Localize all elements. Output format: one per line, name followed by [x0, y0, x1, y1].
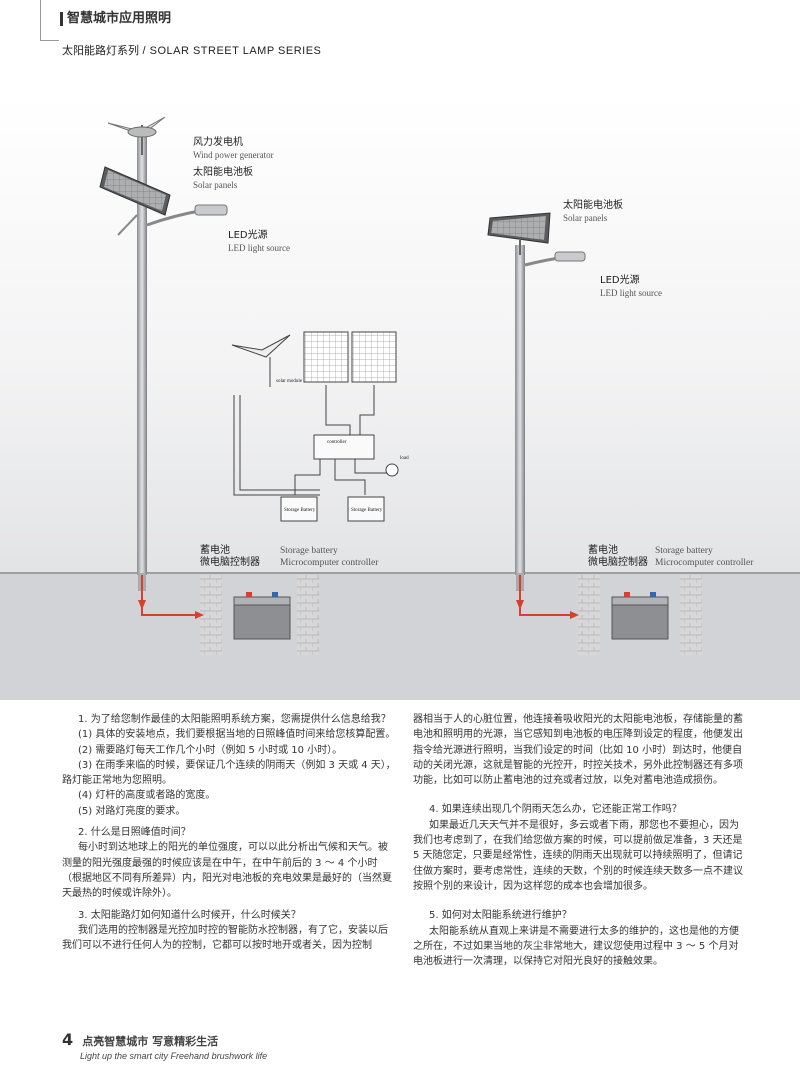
q1-item-1: (1) 具体的安装地点，我们要根据当地的日照峰值时间来给您核算配置。 [78, 729, 396, 741]
wind-generator-label: 风力发电机 Wind power generator [193, 137, 274, 160]
wiring-controller-label: controller [327, 440, 347, 445]
q1-item-2: (2) 需要路灯每天工作几个小时（例如 5 小时或 10 小时）。 [78, 744, 343, 756]
left-underground [138, 575, 319, 655]
q1-item-5: (5) 对路灯亮度的要求。 [78, 805, 186, 817]
subtitle-cn: 太阳能路灯系列 [62, 44, 139, 57]
subtitle-en: / SOLAR STREET LAMP SERIES [142, 45, 322, 57]
solar-lamp-illustration: 风力发电机 Wind power generator 太阳能电池板 Solar … [0, 95, 800, 700]
left-led-label: LED光源 LED light source [228, 230, 290, 253]
q3-answer-part1: 我们选用的控制器是光控加时控的智能防水控制器，有了它，安装以后我们可以不进行任何… [62, 924, 388, 952]
q4-title: 4. 如果连续出现几个阴雨天怎么办，它还能正常工作吗？ [429, 804, 682, 816]
wiring-battery1-label: Storage Battery [284, 508, 316, 513]
text-column-left: 1. 为了给您制作最佳的太阳能照明系统方案，您需提供什么信息给我？ (1) 具体… [62, 712, 397, 953]
footer-slogan-en: Light up the smart city Freehand brushwo… [80, 1051, 268, 1061]
left-solar-panels-label: 太阳能电池板 Solar panels [193, 167, 253, 190]
q5-title: 5. 如何对太阳能系统进行维护？ [429, 910, 572, 922]
footer-slogan-cn: 点亮智慧城市 写意精彩生活 [82, 1035, 219, 1048]
text-column-right: 器相当于人的心脏位置，他连接着吸收阳光的太阳能电池板，存储能量的蓄电池和照明用的… [413, 712, 748, 969]
wiring-solar-module-label: solar module [276, 379, 302, 384]
right-led-label: LED光源 LED light source [600, 275, 662, 298]
q5-answer: 太阳能系统从直观上来讲是不需要进行太多的维护的，这也是他的方便之所在，不过如果当… [413, 925, 739, 968]
q4-answer: 如果最近几天天气并不是很好，多云或者下雨，那您也不要担心，因为我们也考虑到了，在… [413, 819, 743, 892]
left-storage-label-en: Storage battery Microcomputer controller [280, 546, 379, 568]
q1-item-4: (4) 灯杆的高度或者路的宽度。 [78, 790, 216, 802]
illustration-svg [0, 116, 800, 700]
right-underground [516, 575, 702, 655]
right-solar-panels-label: 太阳能电池板 Solar panels [563, 200, 623, 223]
page-header-subtitle: 太阳能路灯系列 / SOLAR STREET LAMP SERIES [62, 42, 321, 58]
corner-mark [40, 0, 59, 41]
q2-answer: 每小时到达地球上的阳光的单位强度，可以以此分析出气候和天气。被测量的阳光强度最强… [62, 842, 392, 900]
wiring-diagram [231, 331, 399, 522]
right-lamp [487, 212, 586, 591]
q2-title: 2. 什么是日照峰值时间？ [78, 827, 191, 839]
page-number: 4 [62, 1030, 74, 1049]
q1-title: 1. 为了给您制作最佳的太阳能照明系统方案，您需提供什么信息给我？ [78, 714, 391, 725]
left-storage-label-cn: 蓄电池 微电脑控制器 [200, 545, 260, 568]
wiring-load-label: load [400, 456, 409, 461]
page-footer: 4 点亮智慧城市 写意精彩生活 Light up the smart city … [62, 1030, 267, 1061]
right-storage-label-en: Storage battery Microcomputer controller [655, 546, 754, 568]
page-header-title: 智慧城市应用照明 [60, 12, 171, 26]
q1-item-3: (3) 在雨季来临的时候，要保证几个连续的阴雨天（例如 3 天或 4 天），路灯… [62, 759, 396, 787]
right-storage-label-cn: 蓄电池 微电脑控制器 [588, 545, 648, 568]
wiring-battery2-label: Storage Battery [351, 508, 383, 513]
q3-title: 3. 太阳能路灯如何知道什么时候开，什么时候关？ [78, 909, 301, 921]
q3-answer-part2: 器相当于人的心脏位置，他连接着吸收阳光的太阳能电池板，存储能量的蓄电池和照明用的… [413, 714, 743, 787]
